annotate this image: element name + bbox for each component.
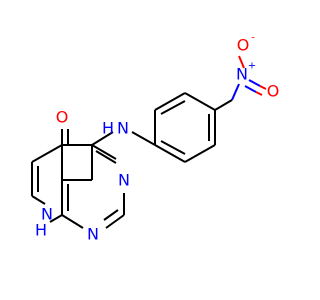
pyrimidine-ring	[61, 144, 125, 229]
ring-n1-label: N	[87, 225, 99, 244]
amine-nitrogen-label: N	[117, 119, 129, 138]
ring-nh-nitrogen-label: N	[41, 205, 53, 224]
ketone-group	[61, 129, 69, 145]
nitro-nitrogen-label: N	[236, 65, 248, 84]
ring-nh-hydrogen-label: H	[35, 221, 47, 240]
ring-n3-label: N	[118, 171, 130, 190]
molecule-structure: O - N + O N H O N N N H	[31, 33, 280, 244]
nitro-oxygen-bottom-label: O	[267, 82, 280, 101]
amine-hydrogen-label: H	[102, 119, 114, 138]
nitro-oxygen-charge-label: -	[251, 33, 255, 44]
nitro-group	[214, 55, 267, 111]
nitro-nitrogen-charge-label: +	[248, 61, 256, 72]
ketone-oxygen-label: O	[56, 108, 69, 127]
amine-linker	[91, 131, 156, 146]
nitrophenyl-ring	[154, 92, 216, 163]
nitro-oxygen-top-label: O	[237, 36, 250, 55]
